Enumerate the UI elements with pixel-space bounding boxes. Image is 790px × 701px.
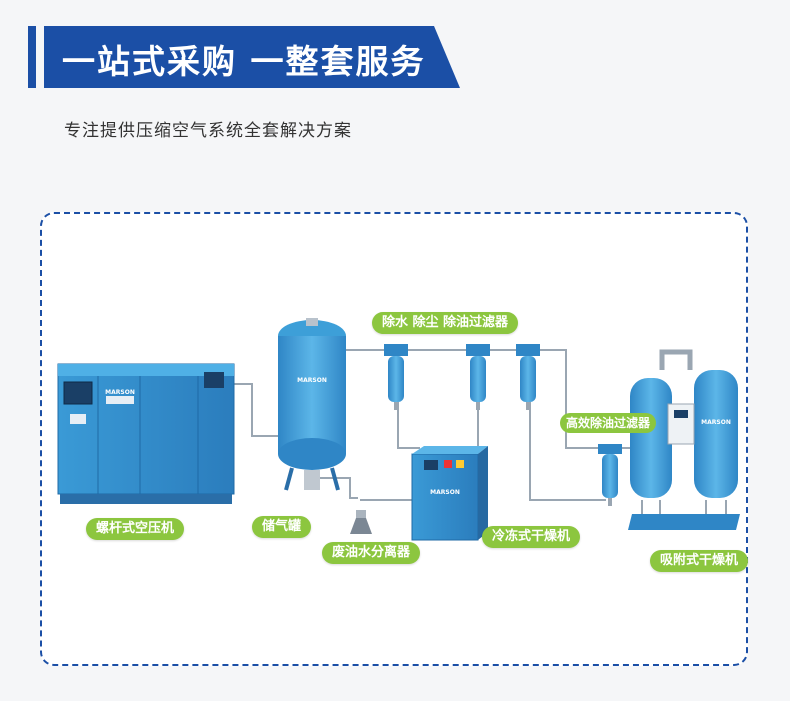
- label-refrigerated-dryer: 冷冻式干燥机: [482, 526, 581, 548]
- compressor-brand-text: MARSON: [105, 389, 135, 396]
- label-oil-water-separator: 废油水分离器: [322, 542, 421, 564]
- filter-group: [384, 344, 540, 410]
- dryer-brand-text: MARSON: [430, 489, 460, 496]
- high-efficiency-filter: [598, 444, 622, 506]
- screw-compressor: MARSON: [57, 363, 235, 504]
- air-receiver-tank: MARSON: [278, 318, 346, 491]
- adsorption-dryer: MARSON: [628, 349, 740, 530]
- label-screw-compressor: 螺杆式空压机: [86, 518, 185, 540]
- header-banner: [44, 26, 460, 88]
- label-high-efficiency-filter: 高效除油过滤器: [560, 413, 657, 433]
- adsorption-brand-text: MARSON: [701, 419, 731, 426]
- tank-brand-text: MARSON: [297, 377, 327, 384]
- header-accent-bar: [28, 26, 36, 88]
- label-adsorption-dryer: 吸附式干燥机: [650, 550, 749, 572]
- oil-water-separator: [350, 510, 372, 534]
- filter-3: [516, 344, 540, 410]
- label-air-tank: 储气罐: [252, 516, 312, 538]
- page-subtitle: 专注提供压缩空气系统全套解决方案: [64, 121, 352, 141]
- label-filters: 除水 除尘 除油过滤器: [372, 312, 519, 334]
- refrigerated-dryer: MARSON: [411, 446, 488, 541]
- filter-2: [466, 344, 490, 410]
- page-title: 一站式采购 一整套服务: [62, 42, 426, 81]
- filter-1: [384, 344, 408, 410]
